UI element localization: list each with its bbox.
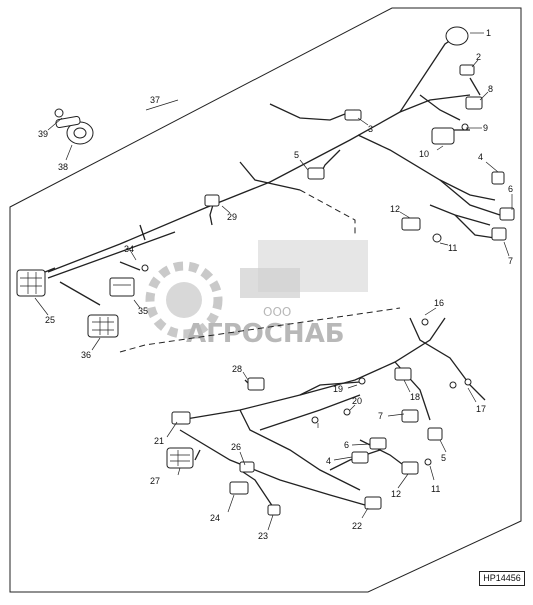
callout-20: 20 <box>352 396 362 406</box>
reference-code: HP14456 <box>479 571 525 586</box>
callout-21: 21 <box>154 436 164 446</box>
watermark: ООО АГРОСНАБ <box>145 240 368 349</box>
callout-1: 1 <box>486 28 491 38</box>
connector-detail-upper <box>20 272 131 335</box>
callout-labels: 1 2 8 3 9 10 4 5 6 12 29 11 7 34 35 25 3… <box>38 28 513 541</box>
callout-19: 19 <box>333 384 343 394</box>
callout-12: 12 <box>390 204 400 214</box>
callout-12-lower: 12 <box>391 489 401 499</box>
connector-detail-lower <box>170 450 190 466</box>
callout-6-lower: 6 <box>344 440 349 450</box>
callout-26: 26 <box>231 442 241 452</box>
callout-5-lower: 5 <box>441 453 446 463</box>
dashed-link-mid <box>119 307 401 353</box>
callout-11: 11 <box>448 243 457 253</box>
frame <box>9 7 522 593</box>
watermark-prefix: ООО <box>263 305 291 319</box>
callout-23: 23 <box>258 531 268 541</box>
callout-17: 17 <box>476 404 486 414</box>
callout-38: 38 <box>58 162 68 172</box>
upper-connectors <box>16 26 515 338</box>
callout-39: 39 <box>38 129 48 139</box>
callout-2: 2 <box>476 52 481 62</box>
callout-7: 7 <box>508 256 513 266</box>
callout-36: 36 <box>81 350 91 360</box>
callout-16: 16 <box>434 298 444 308</box>
callout-25: 24 <box>210 513 220 523</box>
watermark-name: АГРОСНАБ <box>186 319 345 349</box>
callout-35: 35 <box>138 306 148 316</box>
callout-27: 27 <box>150 476 160 486</box>
callout-5: 5 <box>294 150 299 160</box>
harness-upper <box>44 35 501 306</box>
dashed-link-upper <box>299 189 356 235</box>
callout-8: 8 <box>488 84 493 94</box>
callout-11-lower: 11 <box>431 484 440 494</box>
lower-connectors <box>166 318 472 516</box>
leader-lines <box>34 32 513 531</box>
callout-3: 3 <box>368 124 373 134</box>
callout-9: 9 <box>483 123 488 133</box>
callout-22: 22 <box>352 521 362 531</box>
callout-18: 18 <box>410 392 420 402</box>
callout-29: 29 <box>227 212 237 222</box>
callout-4: 4 <box>478 152 483 162</box>
callout-7-lower: 7 <box>378 411 383 421</box>
callout-24: 25 <box>45 315 55 325</box>
harness-lower <box>179 317 486 511</box>
clamp-38 <box>54 108 94 145</box>
callout-10: 10 <box>419 149 429 159</box>
callout-34: 34 <box>124 244 134 254</box>
callout-4-lower: 4 <box>326 456 331 466</box>
callout-28: 28 <box>232 364 242 374</box>
callout-6: 6 <box>508 184 513 194</box>
callout-37: 37 <box>150 95 160 105</box>
